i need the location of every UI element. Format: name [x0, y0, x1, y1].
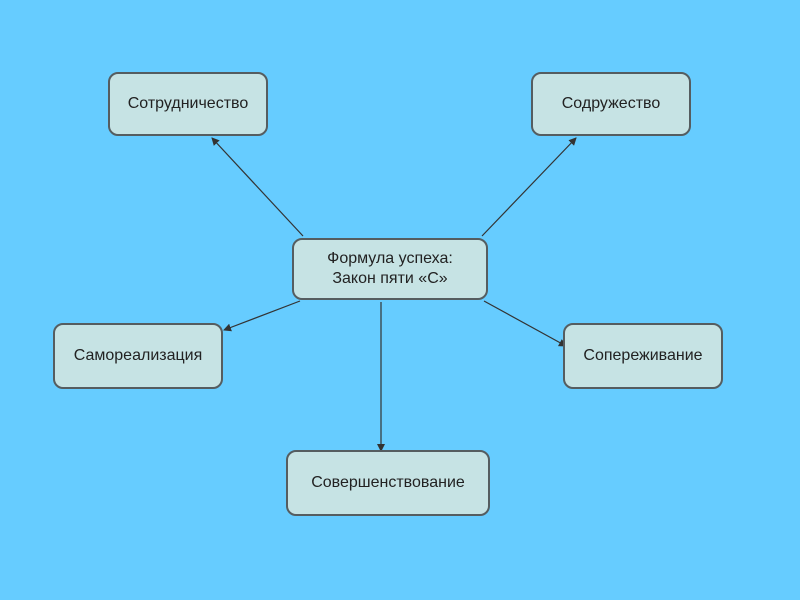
- node-perfection: Совершенствование: [286, 450, 490, 516]
- arrow-to-self-realization: [223, 300, 301, 332]
- node-empathy-label: Сопереживание: [583, 347, 703, 364]
- node-self-realization-label: Самореализация: [73, 347, 203, 364]
- node-perfection-label: Совершенствование: [311, 474, 465, 491]
- node-commonwealth: Содружество: [531, 72, 691, 136]
- central-node: Формула успеха: Закон пяти «С»: [292, 238, 488, 300]
- node-commonwealth-label: Содружество: [561, 95, 661, 112]
- arrow-to-commonwealth: [481, 137, 577, 237]
- node-cooperation-label: Сотрудничество: [127, 95, 249, 112]
- arrow-to-cooperation: [211, 137, 304, 237]
- node-self-realization: Самореализация: [53, 323, 223, 389]
- central-node-text: Формула успеха: Закон пяти «С»: [302, 249, 478, 289]
- node-cooperation: Сотрудничество: [108, 72, 268, 136]
- node-empathy: Сопереживание: [563, 323, 723, 389]
- central-node-line-1: Формула успеха:: [327, 250, 453, 267]
- central-node-line-2: Закон пяти «С»: [332, 270, 448, 287]
- arrow-to-empathy: [483, 300, 567, 347]
